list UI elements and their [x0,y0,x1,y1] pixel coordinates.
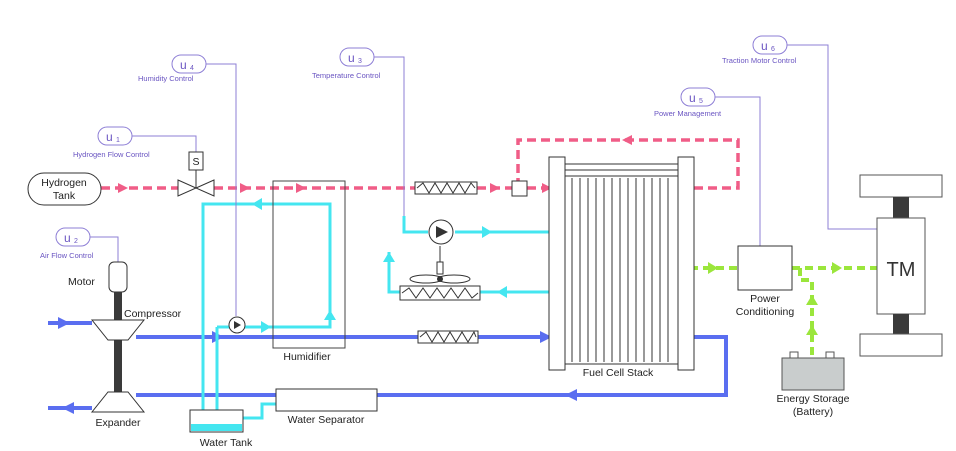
control-u4[interactable]: u 4 Humidity Control [138,54,207,83]
hydrogen-valve[interactable]: S [177,151,215,197]
radiator-fan-icon [409,246,471,284]
u1-letter: u [106,130,113,144]
u2-caption: Air Flow Control [40,251,94,260]
u3-index: 3 [358,58,362,65]
stack-cells [571,178,669,362]
control-u2[interactable]: u 2 Air Flow Control [40,227,94,260]
fuel-cell-stack-label: Fuel Cell Stack [583,367,654,379]
u5-letter: u [689,91,696,105]
control-u6[interactable]: u 6 Traction Motor Control [722,35,797,65]
motor[interactable]: Motor [68,261,128,293]
stack-plates [565,169,678,177]
control-lines [90,44,878,316]
compressor[interactable]: Compressor [90,308,182,341]
air-exhaust-arrow [62,402,74,414]
energy-storage-battery[interactable]: Energy Storage (Battery) [777,351,850,418]
u3-caption: Temperature Control [312,71,381,80]
energy-storage-label-1: Energy Storage [777,393,850,405]
valve-solenoid-label: S [192,156,199,168]
energy-storage-label-2: (Battery) [793,406,833,418]
hydrogen-tank-label-1: Hydrogen [41,177,87,189]
humidifier-label: Humidifier [283,351,331,363]
radiator [399,285,481,301]
coolant-pump-icon[interactable] [428,219,454,245]
traction-motor[interactable]: TM [859,174,943,357]
coolant-lines [201,202,556,420]
power-conditioning-label-1: Power [750,293,780,305]
control-u5[interactable]: u 5 Power Management [654,87,722,118]
expander-label: Expander [96,417,141,429]
expander[interactable]: Expander [90,391,146,429]
traction-motor-label: TM [887,259,916,281]
motor-label: Motor [68,276,95,288]
power-conditioning-label-2: Conditioning [736,306,795,318]
air-return-arrow [565,389,577,401]
u4-caption: Humidity Control [138,74,194,83]
air-inlet-arrow [58,317,70,329]
control-u3[interactable]: u 3 Temperature Control [312,47,381,80]
u2-index: 2 [74,238,78,245]
humidity-pump-icon[interactable] [228,316,246,334]
u3-letter: u [348,51,355,65]
drive-shaft [114,292,122,400]
power-conditioning[interactable]: Power Conditioning [736,245,795,318]
u1-index: 1 [116,137,120,144]
water-tank-label: Water Tank [200,437,253,449]
water-separator[interactable]: Water Separator [275,388,378,426]
u5-caption: Power Management [654,109,722,118]
air-arrow-2 [540,331,552,343]
u1-caption: Hydrogen Flow Control [73,150,150,159]
humidifier[interactable]: Humidifier [272,180,346,363]
hydrogen-arrows [118,135,632,193]
u6-caption: Traction Motor Control [722,56,797,65]
fuel-cell-stack[interactable]: Fuel Cell Stack [548,156,695,379]
control-u1[interactable]: u 1 Hydrogen Flow Control [73,126,150,159]
u4-letter: u [180,58,187,72]
heat-exchanger-air [417,330,479,344]
u6-letter: u [761,39,768,53]
hydrogen-recirculation-box [511,180,528,197]
hydrogen-tank[interactable]: Hydrogen Tank [27,172,102,206]
water-separator-label: Water Separator [288,414,365,426]
compressor-label: Compressor [124,308,182,320]
heat-exchanger-hydrogen [414,181,478,195]
water-tank[interactable]: Water Tank [189,409,253,449]
coolant-arrows [252,198,507,333]
u5-index: 5 [699,98,703,105]
u2-letter: u [64,231,71,245]
u6-index: 6 [771,46,775,53]
hydrogen-tank-label-2: Tank [53,190,76,202]
power-arrows [708,262,842,335]
u4-index: 4 [190,65,194,72]
